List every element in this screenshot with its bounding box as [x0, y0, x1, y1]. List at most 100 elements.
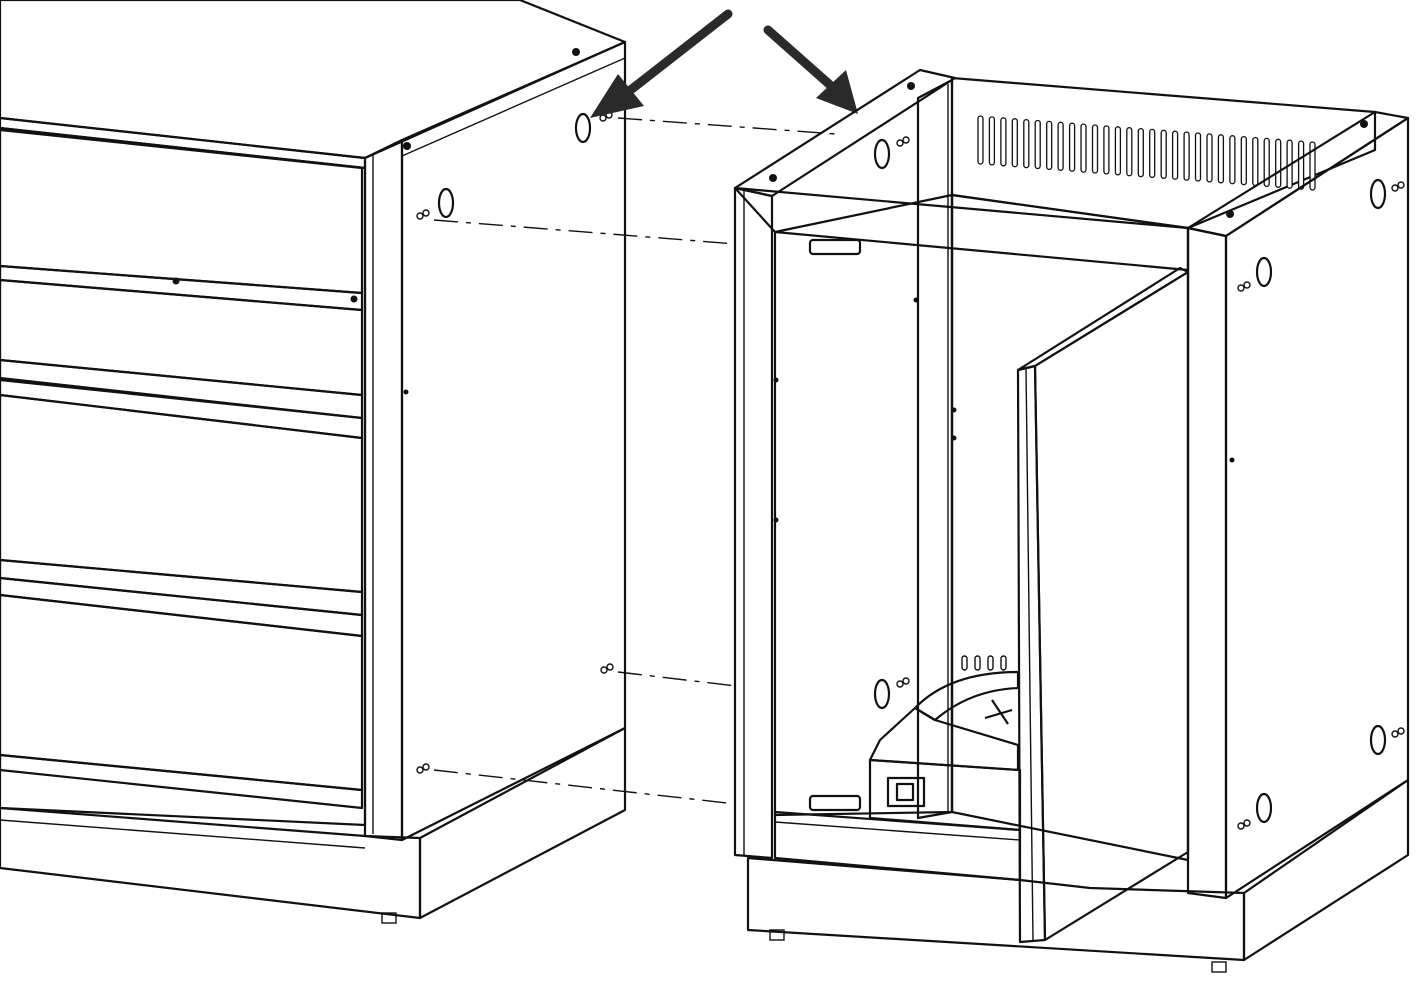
- screw-hole-icon: [773, 377, 779, 383]
- vent-slot: [1171, 130, 1179, 180]
- screw-hole-icon: [416, 212, 424, 220]
- screw-hole-icon: [913, 297, 919, 303]
- leveling-foot: [1211, 961, 1227, 973]
- screw-hole-icon: [422, 763, 430, 771]
- bolt-hole-icon: [1255, 792, 1273, 824]
- screw-hole-icon: [416, 766, 424, 774]
- screw-hole-icon: [1391, 184, 1399, 192]
- screw-hole-icon: [773, 517, 779, 523]
- screw-hole-icon: [1397, 181, 1405, 189]
- screw-hole-icon: [951, 407, 957, 413]
- drawer-third-lip: [0, 558, 364, 617]
- vent-slot: [1297, 140, 1305, 190]
- tank-gauge-window: [895, 782, 915, 802]
- drawer-cabinet-top-rim: [0, 116, 367, 170]
- vent-slot: [1206, 133, 1213, 183]
- drawer-bottom-lip: [0, 753, 364, 810]
- vent-slot: [1103, 125, 1110, 175]
- vent-slot: [1114, 126, 1122, 176]
- vent-slot: [1263, 137, 1270, 188]
- screw-hole-icon: [572, 48, 580, 56]
- arrow-icon: [763, 25, 858, 114]
- tank-valve: [991, 699, 1009, 725]
- vent-slot: [1240, 135, 1247, 186]
- door-cabinet-top-front-rail: [733, 186, 1190, 272]
- screw-hole-icon: [769, 174, 777, 182]
- vent-slot: [1034, 119, 1041, 170]
- vent-slot: [1194, 132, 1202, 182]
- hinge-clip-top: [808, 238, 862, 256]
- cabinet-door: [1033, 270, 1190, 942]
- drawer-cabinet-top: [0, 0, 627, 160]
- screw-hole-icon: [600, 666, 608, 674]
- vent-slot: [1126, 127, 1133, 177]
- alignment-line: [617, 117, 837, 135]
- drawer-top-lip: [0, 264, 364, 312]
- vent-slot: [1091, 124, 1099, 174]
- screw-hole-icon: [1360, 120, 1368, 128]
- vent-slot: [1275, 138, 1282, 188]
- screw-hole-icon: [1397, 727, 1405, 735]
- leveling-foot: [769, 929, 785, 941]
- drawer-top: [0, 128, 364, 295]
- vent-slots: [977, 115, 1316, 191]
- hinge-clip-bottom: [808, 794, 862, 812]
- bolt-hole-icon: [1255, 256, 1273, 288]
- alignment-guides: [433, 117, 837, 805]
- leveling-foot: [381, 912, 397, 924]
- screw-hole-icon: [902, 677, 910, 685]
- vent-slot: [1217, 134, 1225, 184]
- screw-hole-icon: [1237, 284, 1245, 292]
- tank-base: [868, 706, 1020, 772]
- screw-hole-icon: [951, 435, 957, 441]
- floor-line: [774, 821, 1021, 841]
- plinth-line: [0, 819, 366, 849]
- screw-hole-icon: [403, 142, 411, 150]
- screw-hole-icon: [422, 209, 430, 217]
- screw-hole-icon: [350, 295, 358, 303]
- screw-hole-icon: [1229, 457, 1235, 463]
- tank-valve: [984, 708, 1013, 720]
- door-cabinet-right-side-panel: [1224, 116, 1410, 900]
- side-panel-top-line: [401, 57, 626, 157]
- door-cabinet-plinth-side: [1242, 778, 1410, 962]
- vent-slot: [1068, 122, 1076, 172]
- tank-tray: [868, 758, 1022, 832]
- door-cabinet-front-left-post: [733, 186, 774, 860]
- screw-hole-icon: [1243, 819, 1251, 827]
- vent-slots-lower: [961, 655, 1007, 671]
- vent-slot: [1137, 127, 1144, 178]
- drawer-third-face: [0, 393, 364, 594]
- screw-hole-icon: [1243, 281, 1251, 289]
- alignment-line: [433, 219, 737, 245]
- vent-slot: [1046, 120, 1053, 171]
- drawer-cabinet-plinth-side: [418, 726, 627, 920]
- drawer-second-lip: [0, 358, 364, 420]
- screw-hole-icon: [1237, 822, 1245, 830]
- screw-hole-icon: [1391, 730, 1399, 738]
- bolt-hole-icon: [574, 112, 592, 144]
- bolt-hole-icon: [1369, 724, 1387, 756]
- screw-hole-icon: [907, 82, 915, 90]
- vent-slot: [1000, 117, 1007, 167]
- drawer-cabinet: [0, 0, 627, 924]
- bolt-hole-icon: [1369, 178, 1387, 210]
- vent-slot: [1252, 136, 1259, 187]
- vent-slot: [1023, 118, 1030, 169]
- bolt-hole-icon: [873, 678, 891, 710]
- vent-slot: [1011, 118, 1018, 168]
- door-cabinet-plinth-front: [746, 856, 1246, 962]
- drawer-cabinet-front-post: [363, 138, 404, 842]
- vent-slot: [977, 115, 984, 165]
- door-cabinet-interior-left-wall: [773, 193, 954, 817]
- vent-slot: [1149, 128, 1156, 179]
- tank-gauge: [886, 776, 926, 808]
- bolt-hole-icon: [437, 187, 455, 219]
- door-edge-line: [1025, 367, 1034, 941]
- cabinet-door-top-edge: [1016, 266, 1190, 372]
- door-cabinet-rear-post: [916, 78, 954, 820]
- screw-hole-icon: [1226, 210, 1234, 218]
- arrow-icon: [590, 9, 733, 118]
